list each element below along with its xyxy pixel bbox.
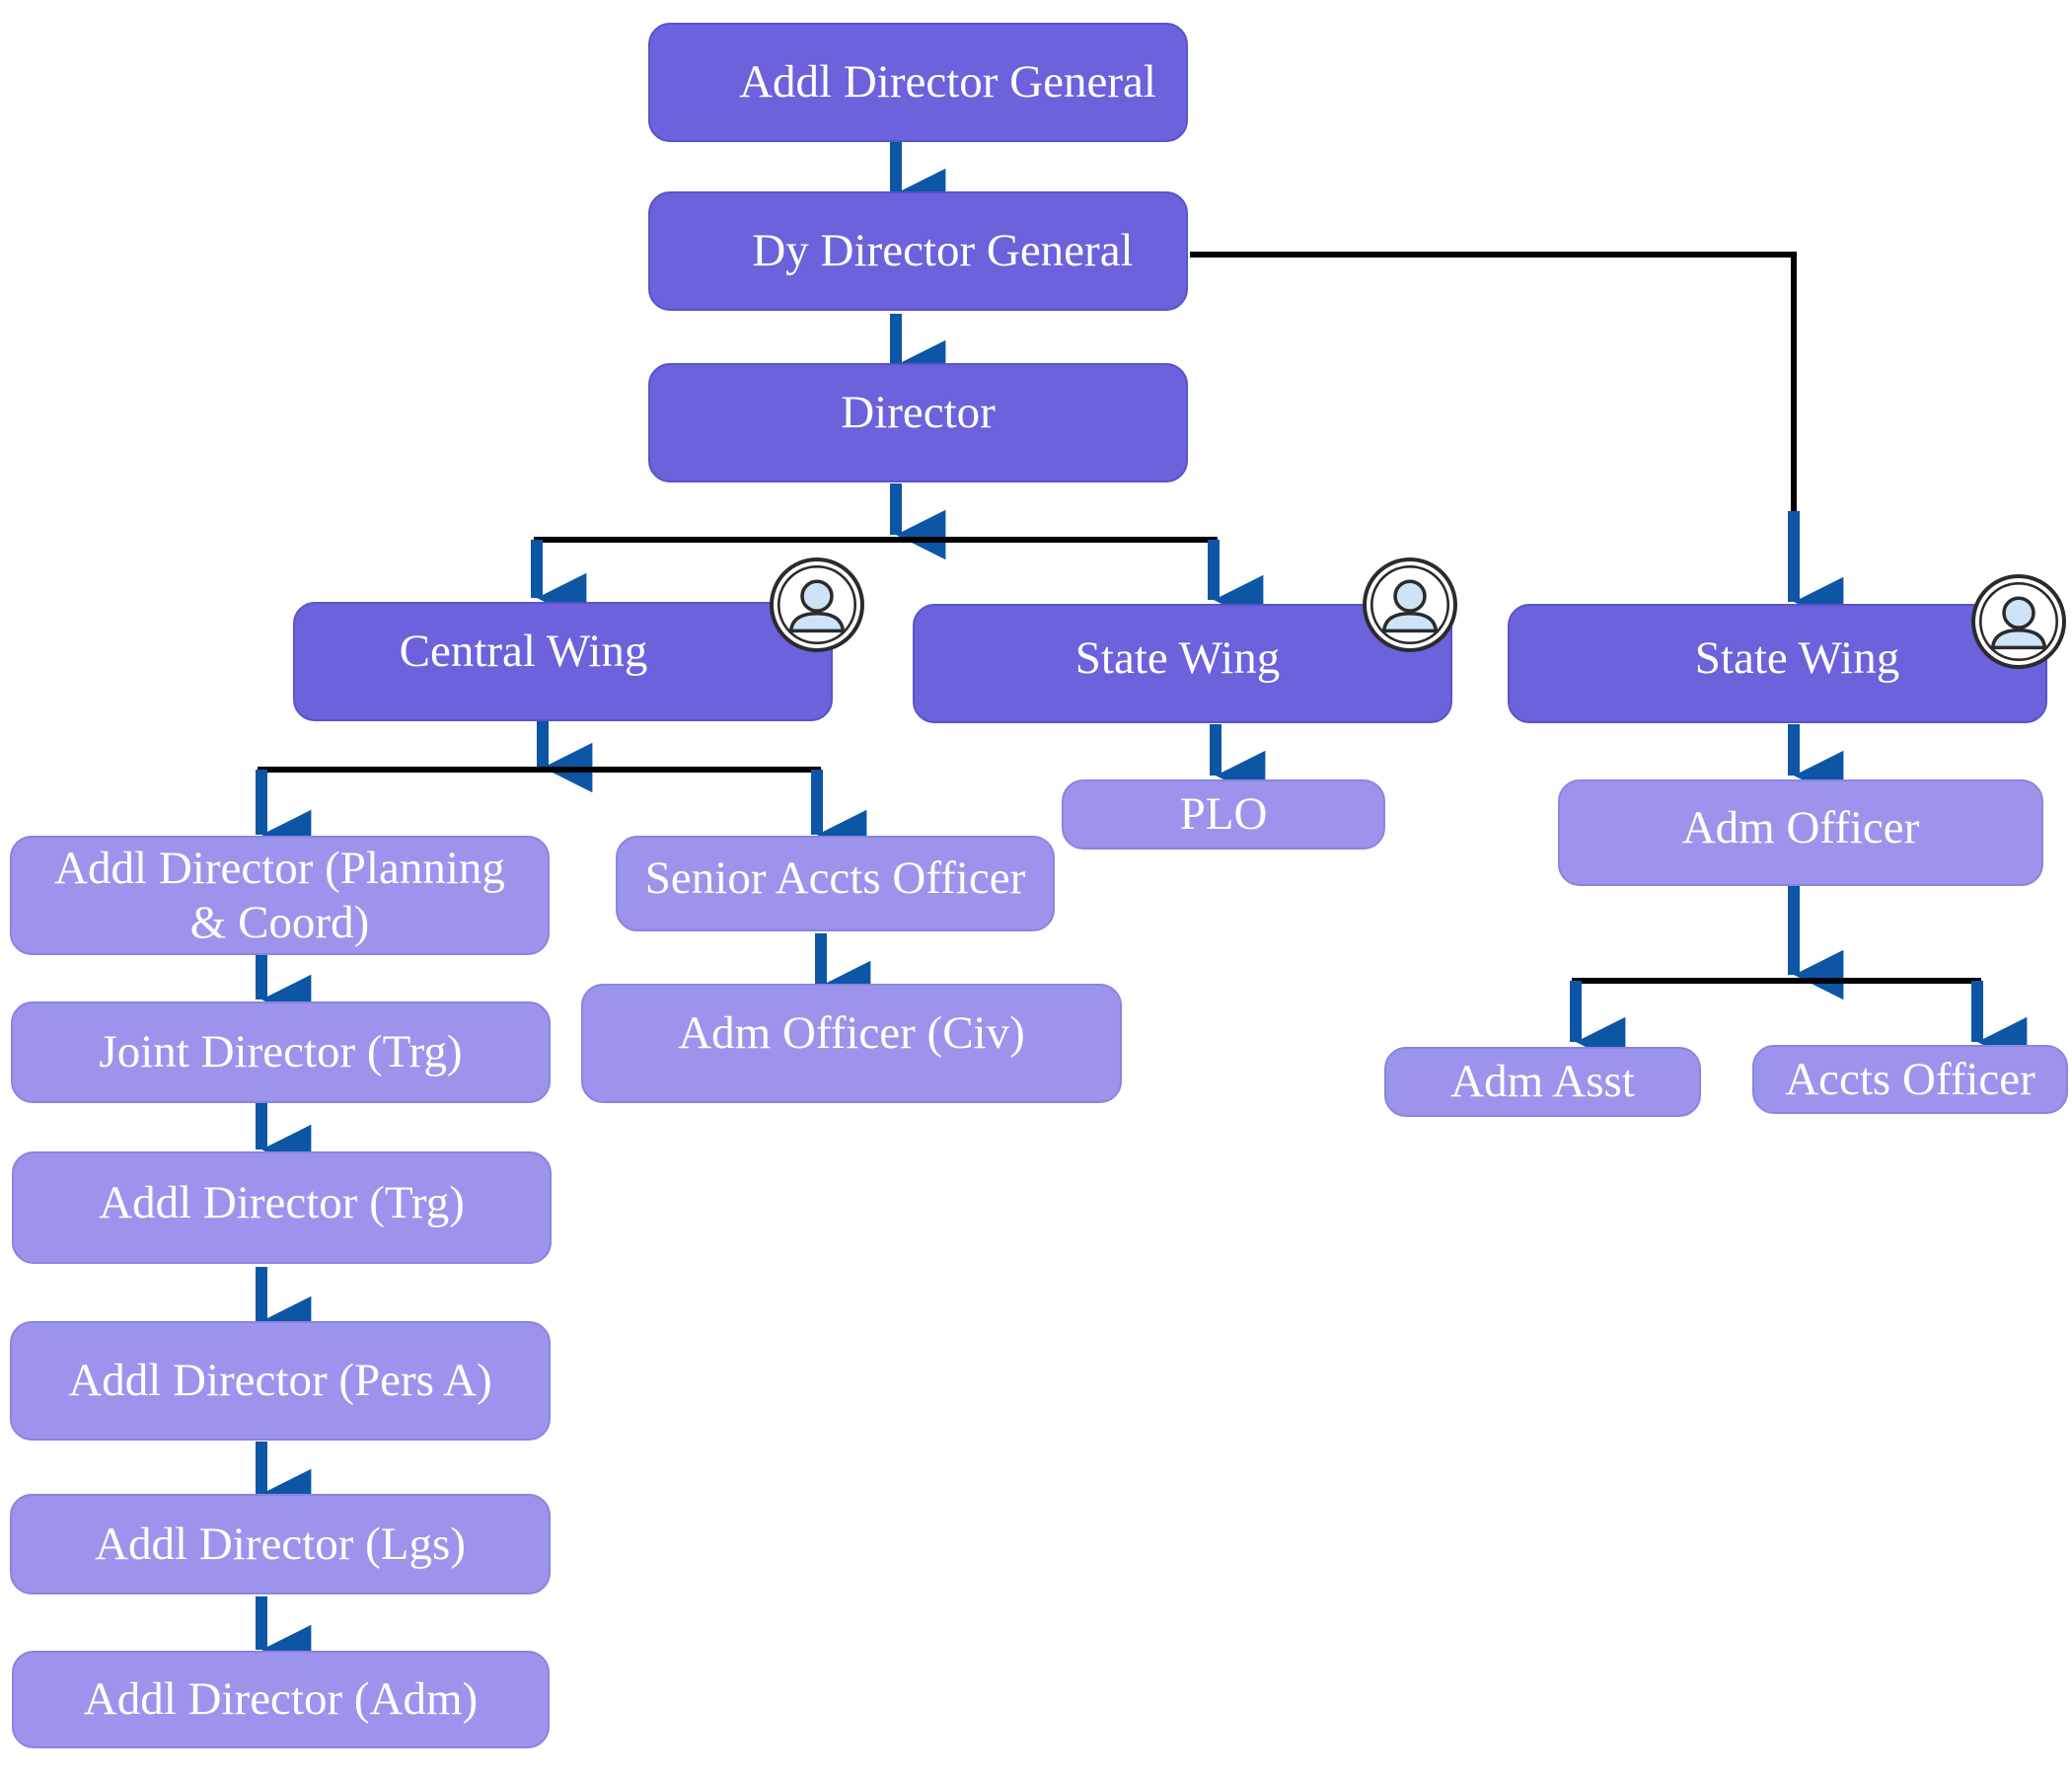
node-label: Addl Director (Planning & Coord) bbox=[54, 843, 505, 948]
node-label: Adm Officer (Civ) bbox=[678, 1007, 1025, 1060]
node-addl-director-general: Addl Director General bbox=[648, 23, 1188, 142]
node-addl-director-lgs: Addl Director (Lgs) bbox=[10, 1494, 551, 1594]
node-addl-director-planning-coord: Addl Director (Planning & Coord) bbox=[10, 836, 550, 955]
node-label: Addl Director (Lgs) bbox=[95, 1517, 466, 1570]
node-label: PLO bbox=[1179, 788, 1268, 841]
node-senior-accts-officer: Senior Accts Officer bbox=[616, 836, 1055, 931]
node-accts-officer: Accts Officer bbox=[1752, 1045, 2068, 1114]
node-label: Addl Director (Adm) bbox=[83, 1673, 479, 1726]
node-adm-officer-civ: Adm Officer (Civ) bbox=[581, 984, 1122, 1103]
node-director: Director bbox=[648, 363, 1188, 482]
node-addl-director-trg: Addl Director (Trg) bbox=[12, 1151, 552, 1264]
node-label: Senior Accts Officer bbox=[644, 852, 1026, 905]
user-avatar-icon bbox=[770, 557, 864, 652]
user-avatar-icon bbox=[1971, 574, 2066, 669]
node-label: Director bbox=[841, 387, 996, 439]
node-label: Dy Director General bbox=[752, 225, 1134, 277]
node-label: Joint Director (Trg) bbox=[99, 1026, 463, 1078]
node-label: Adm Asst bbox=[1450, 1056, 1635, 1108]
node-plo: PLO bbox=[1062, 779, 1385, 850]
connector-ddg-to-state-wing-2 bbox=[1190, 252, 1797, 511]
node-label: State Wing bbox=[1074, 632, 1281, 685]
node-label: Addl Director (Pers A) bbox=[68, 1355, 492, 1407]
node-joint-director-trg: Joint Director (Trg) bbox=[11, 1001, 551, 1103]
node-label: Accts Officer bbox=[1785, 1053, 2035, 1105]
node-state-wing-1: State Wing bbox=[913, 604, 1452, 723]
node-adm-asst: Adm Asst bbox=[1384, 1047, 1701, 1117]
user-avatar-icon bbox=[1363, 557, 1457, 652]
node-label: Central Wing bbox=[399, 626, 648, 678]
node-dy-director-general: Dy Director General bbox=[648, 191, 1188, 311]
node-central-wing: Central Wing bbox=[293, 602, 833, 721]
node-label: Addl Director (Trg) bbox=[99, 1176, 465, 1228]
node-adm-officer: Adm Officer bbox=[1558, 779, 2043, 886]
node-addl-director-pers-a: Addl Director (Pers A) bbox=[10, 1321, 551, 1441]
node-label: Adm Officer bbox=[1681, 801, 1920, 853]
node-state-wing-2: State Wing bbox=[1508, 604, 2047, 723]
node-addl-director-adm: Addl Director (Adm) bbox=[12, 1651, 550, 1748]
node-label: Addl Director General bbox=[739, 56, 1156, 109]
node-label: State Wing bbox=[1694, 632, 1900, 685]
